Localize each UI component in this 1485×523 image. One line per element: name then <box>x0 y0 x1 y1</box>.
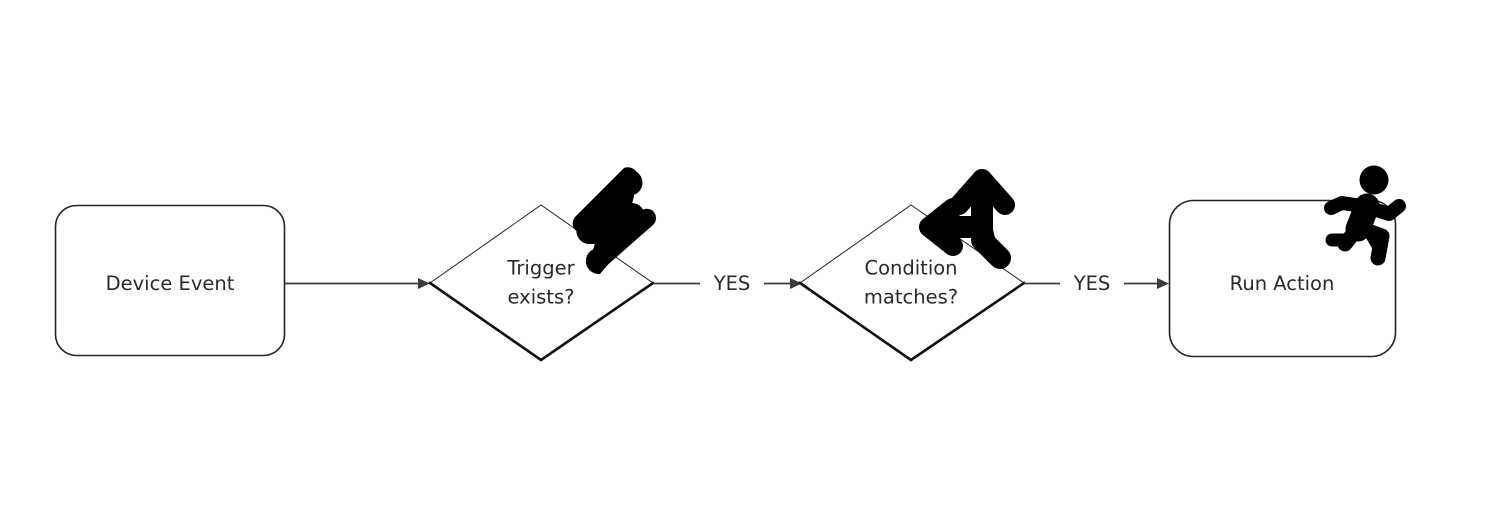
branch-arrow-icon <box>919 169 1015 269</box>
running-person-icon <box>1324 165 1406 266</box>
node-device-event[interactable]: Device Event <box>54 204 286 357</box>
device-event-shape[interactable] <box>54 204 286 357</box>
condition-matches-label-line2: matches? <box>864 286 958 309</box>
edge-3-label: YES <box>1073 272 1111 295</box>
lightning-bolt-icon <box>572 167 657 275</box>
edge-condition-to-run-action: YES <box>1024 272 1169 295</box>
edge-device-event-to-trigger <box>285 278 430 289</box>
edge-1-arrowhead <box>418 278 430 289</box>
run-action-label: Run Action <box>1230 272 1335 295</box>
edge-2-label: YES <box>713 272 751 295</box>
edge-2-arrowhead <box>790 278 802 289</box>
edge-trigger-to-condition: YES <box>653 272 802 295</box>
trigger-exists-label-line2: exists? <box>508 286 575 309</box>
node-condition-matches[interactable]: Condition matches? <box>798 204 1026 362</box>
trigger-exists-label-line1: Trigger <box>506 257 575 280</box>
condition-matches-shape-emphasis <box>798 281 1026 362</box>
device-event-label: Device Event <box>106 272 235 295</box>
edge-3-arrowhead <box>1157 278 1169 289</box>
condition-matches-label-line1: Condition <box>864 257 957 280</box>
trigger-exists-shape-emphasis <box>428 281 655 362</box>
